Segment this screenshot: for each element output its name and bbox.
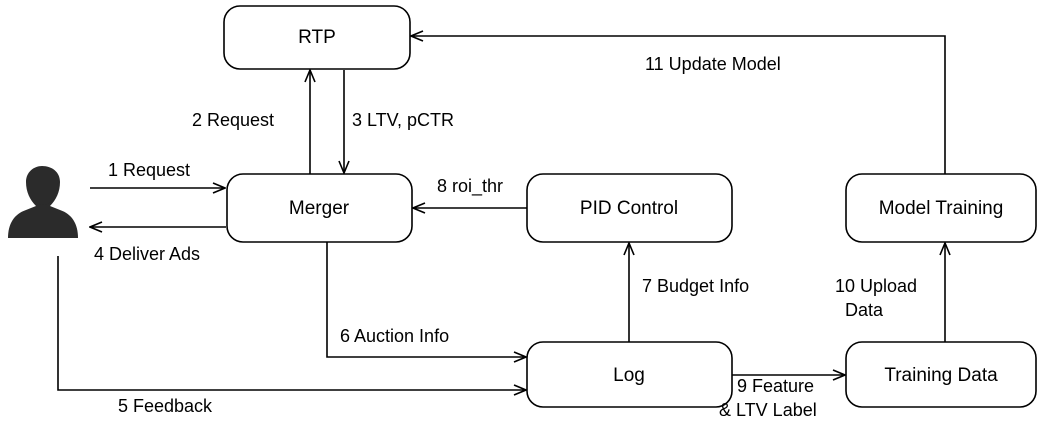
edge-label-feature-9-line1: 9 Feature <box>737 376 814 396</box>
edge-label-feature-9-line2: & LTV Label <box>719 400 817 420</box>
edge-label-deliver-ads-4: 4 Deliver Ads <box>94 244 200 264</box>
node-pid-control[interactable]: PID Control <box>526 173 733 243</box>
node-training-data-label: Training Data <box>884 365 998 386</box>
edge-label-upload-data-10-line2: Data <box>845 300 884 320</box>
edge-feedback-5 <box>57 256 526 390</box>
edge-label-request-2: 2 Request <box>192 110 274 130</box>
node-rtp[interactable]: RTP <box>223 5 411 70</box>
node-model-training[interactable]: Model Training <box>845 173 1037 243</box>
edge-label-request-1: 1 Request <box>108 160 190 180</box>
node-merger-label: Merger <box>289 198 350 219</box>
edge-update-model-11 <box>411 36 946 174</box>
edge-label-budget-info-7: 7 Budget Info <box>642 276 749 296</box>
edge-label-upload-data-10-line1: 10 Upload <box>835 276 917 296</box>
node-log[interactable]: Log <box>526 341 733 408</box>
node-model-training-label: Model Training <box>879 198 1004 219</box>
edge-label-update-model-11: 11 Update Model <box>645 54 781 74</box>
edge-label-auction-info-6: 6 Auction Info <box>340 326 449 346</box>
node-rtp-label: RTP <box>298 27 336 48</box>
node-log-label: Log <box>613 365 645 386</box>
user-silhouette-icon <box>8 166 78 238</box>
node-merger[interactable]: Merger <box>226 173 413 243</box>
edge-label-roi-thr-8: 8 roi_thr <box>437 176 503 197</box>
edge-label-ltv-pctr-3: 3 LTV, pCTR <box>352 110 454 130</box>
edge-auction-info-6 <box>326 242 526 357</box>
edge-label-feedback-5: 5 Feedback <box>118 396 213 416</box>
node-training-data[interactable]: Training Data <box>845 341 1037 408</box>
node-pid-control-label: PID Control <box>580 198 678 219</box>
